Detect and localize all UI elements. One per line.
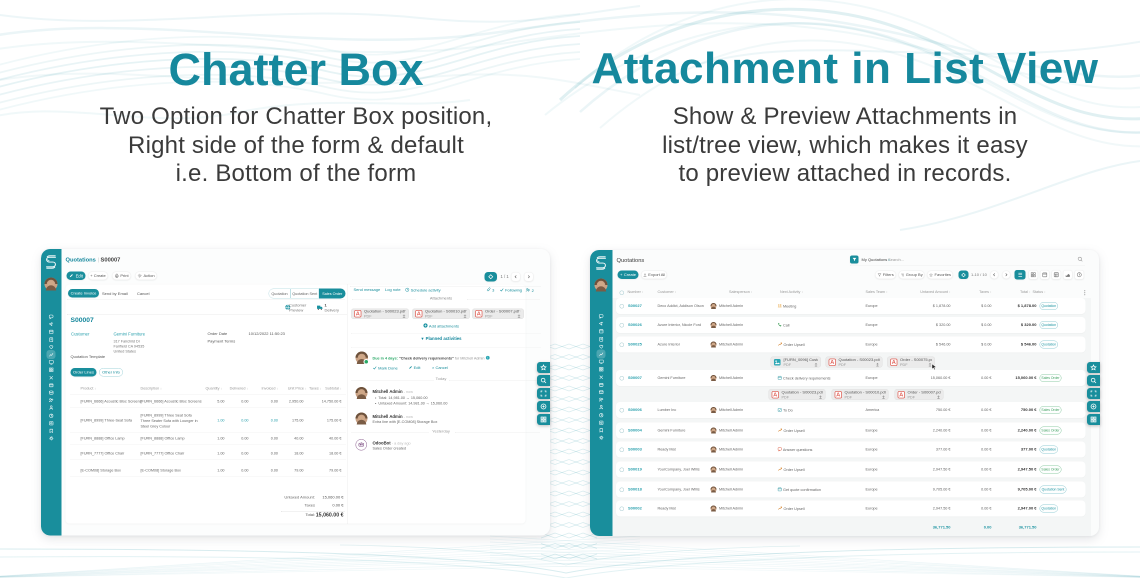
- svg-text:i: i: [487, 356, 488, 360]
